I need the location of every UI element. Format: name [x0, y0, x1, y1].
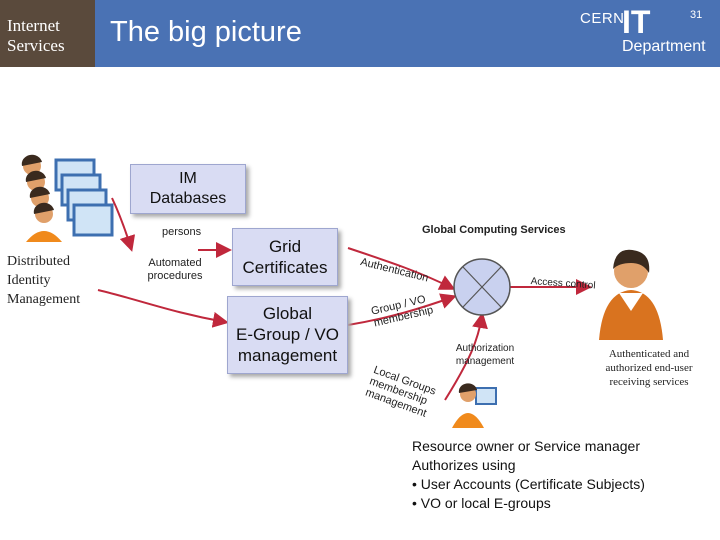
grid-certificates-box: Grid Certificates	[232, 228, 338, 286]
global-egroup-box: Global E-Group / VO management	[227, 296, 348, 374]
resource-line-4: • VO or local E-groups	[412, 495, 551, 511]
resource-line-1: Resource owner or Service manager	[412, 438, 640, 454]
it-logo-text: IT	[622, 4, 651, 40]
global-computing-services-label: Global Computing Services	[422, 224, 566, 236]
authentication-arrow	[347, 247, 456, 290]
authenticated-users-label: Authenticated and authorized end-user re…	[605, 348, 693, 388]
slide-header: Internet Services The big picture 31 CER…	[0, 0, 720, 67]
persons-arrow	[111, 197, 136, 252]
identity-to-egroup-arrow	[97, 289, 229, 328]
user-icon	[599, 249, 663, 340]
resource-line-2: Authorizes using	[412, 457, 516, 473]
internet-globe-icon	[453, 258, 511, 316]
brand-line2: Services	[7, 36, 65, 55]
users-at-computers-icon	[21, 154, 114, 242]
distributed-identity-label: Distributed Identity Management	[7, 254, 81, 307]
resource-owner-text: Resource owner or Service manager Author…	[412, 437, 645, 513]
im-databases-box: IM Databases	[130, 164, 246, 214]
resource-line-3: • User Accounts (Certificate Subjects)	[412, 476, 645, 492]
slide-title: The big picture	[110, 16, 302, 48]
authorization-management-label: Authorization management	[455, 343, 515, 367]
persons-label: persons	[162, 226, 202, 238]
automated-procedures-label: Automated procedures	[147, 257, 203, 282]
cern-logo-text: CERN	[580, 10, 625, 27]
department-logo-text: Department	[622, 38, 706, 55]
brand-line1: Internet	[7, 16, 60, 35]
manager-user-icon	[452, 383, 497, 428]
group-membership-arrow	[347, 293, 457, 326]
brand-block: Internet Services	[0, 0, 95, 67]
local-groups-arrow	[444, 312, 488, 401]
page-number: 31	[690, 9, 703, 21]
